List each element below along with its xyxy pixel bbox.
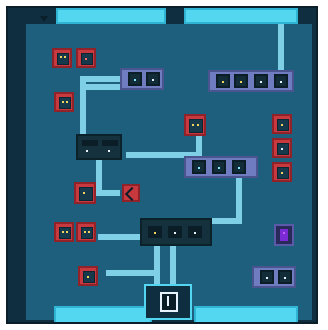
- pixel: [60, 56, 62, 58]
- gate-icon[interactable]: [144, 284, 192, 320]
- computer-bottom[interactable]: [140, 218, 212, 246]
- pipe-bottom-center-vertical: [154, 244, 160, 288]
- pixel: [266, 277, 268, 279]
- module-red-top-left-1[interactable]: [52, 48, 72, 68]
- pipe-mid-left-horizontal: [96, 190, 120, 196]
- gate-bottom-right[interactable]: [252, 266, 296, 288]
- module-slot: [59, 227, 71, 239]
- bottom-right-dock: [194, 306, 298, 324]
- pixel: [62, 101, 64, 103]
- pixel: [197, 124, 199, 126]
- crystal-module[interactable]: [274, 224, 294, 246]
- pixel: [88, 231, 90, 233]
- module-red-mid-left[interactable]: [74, 182, 96, 204]
- module-slot: [81, 227, 93, 239]
- pixel: [198, 167, 200, 169]
- module-slot: [57, 53, 69, 65]
- pixel: [152, 79, 154, 81]
- pixel: [194, 232, 196, 234]
- module-slot: [59, 97, 71, 109]
- pixel: [86, 150, 88, 152]
- module-slot: [79, 187, 93, 201]
- module-red-top-left-2[interactable]: [76, 48, 96, 68]
- pixel: [84, 231, 86, 233]
- module-red-right-1[interactable]: [272, 114, 292, 134]
- triangle-marker-icon: [40, 16, 48, 22]
- pixel: [218, 167, 220, 169]
- cursor-icon: [125, 187, 139, 201]
- pixel: [280, 81, 282, 83]
- pixel: [134, 79, 136, 81]
- pixel: [154, 232, 156, 234]
- bottom-left-dock: [54, 306, 152, 324]
- pixel: [66, 231, 68, 233]
- pixel: [85, 58, 87, 60]
- pixel: [283, 232, 285, 234]
- module-slot: [277, 167, 289, 179]
- module-slot: [189, 119, 203, 133]
- pixel: [238, 167, 240, 169]
- top-left-dock: [56, 8, 166, 24]
- pixel: [281, 172, 283, 174]
- cursor-module[interactable]: [122, 184, 140, 202]
- gate-door: [160, 292, 178, 312]
- module-red-bottom[interactable]: [78, 266, 98, 286]
- pixel: [64, 56, 66, 58]
- gate-central[interactable]: [184, 156, 258, 178]
- pixel: [192, 124, 194, 126]
- computer-screen: [102, 140, 118, 146]
- module-red-bottom-left-2[interactable]: [76, 222, 96, 242]
- pipe-central-down: [236, 170, 242, 224]
- pipe-bottom-left-link: [106, 270, 160, 276]
- gate-top-right[interactable]: [208, 70, 294, 92]
- pixel: [281, 148, 283, 150]
- pixel: [83, 192, 85, 194]
- pixel: [174, 232, 176, 234]
- pixel: [87, 276, 89, 278]
- module-red-bottom-left-1[interactable]: [54, 222, 74, 242]
- pixel: [66, 101, 68, 103]
- gate-top-middle[interactable]: [120, 68, 164, 90]
- module-red-middle-top[interactable]: [184, 114, 206, 136]
- module-slot: [83, 271, 95, 283]
- module-red-right-2[interactable]: [272, 138, 292, 158]
- module-red-right-3[interactable]: [272, 162, 292, 182]
- pixel: [260, 81, 262, 83]
- module-slot: [81, 53, 93, 65]
- top-right-dock: [184, 8, 298, 24]
- crystal-icon: [280, 229, 288, 241]
- game-board: [6, 6, 318, 324]
- module-red-left[interactable]: [54, 92, 74, 112]
- pixel: [284, 277, 286, 279]
- computer-left[interactable]: [76, 134, 122, 160]
- pixel: [108, 150, 110, 152]
- gate-door-bar: [167, 296, 169, 306]
- pixel: [281, 124, 283, 126]
- pixel: [62, 231, 64, 233]
- pixel: [222, 81, 224, 83]
- computer-screen: [82, 140, 98, 146]
- pixel: [240, 81, 242, 83]
- module-slot: [277, 143, 289, 155]
- module-slot: [277, 119, 289, 131]
